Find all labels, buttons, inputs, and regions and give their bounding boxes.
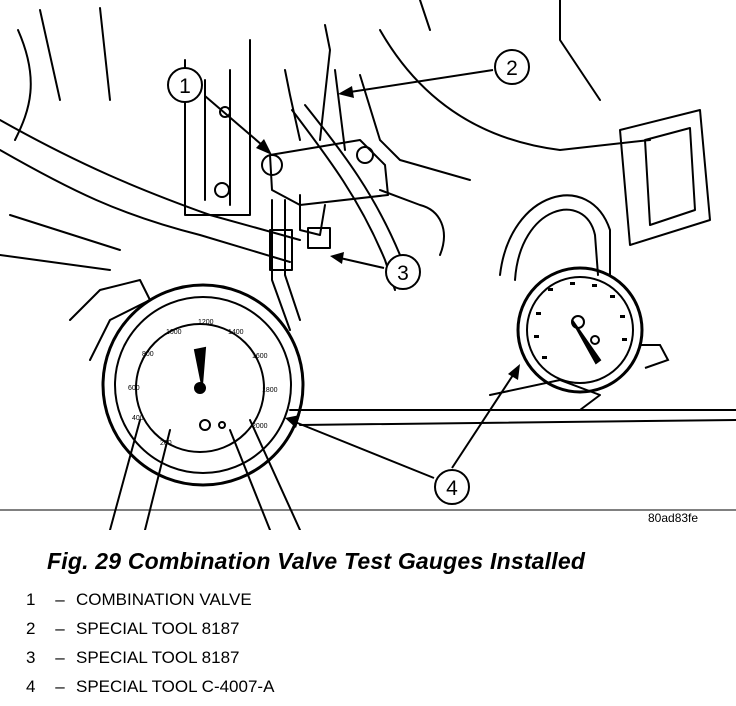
brake-line [284,69,301,141]
legend-separator: – [55,648,65,667]
legend-label: SPECIAL TOOL 8187 [76,648,240,667]
gauge-needle [193,346,207,386]
legend-item: 4–SPECIAL TOOL C-4007-A [26,677,274,706]
brake-line [334,69,346,151]
gauge-adapter-tool [299,194,326,236]
mount-bracket [69,279,151,361]
legend-label: SPECIAL TOOL 8187 [76,619,240,638]
bracket-right-inner [644,127,696,226]
legend-number: 2 [26,619,36,638]
pressure-gauge-left [101,283,305,487]
legend-number: 1 [26,590,36,609]
dial-label: 1200 [198,319,214,326]
booster-housing [419,0,601,101]
callout-number: 4 [446,477,458,500]
callout-number: 1 [179,75,191,98]
callout-1: 1 [167,67,272,155]
bolt-head [219,106,231,118]
dial-label: 1600 [252,353,268,360]
bracket-plate-inner [204,69,231,206]
brake-line [379,189,445,256]
combination-valve-body [269,139,389,206]
gauge-adapter-tool [271,199,291,331]
callout-number: 2 [506,57,518,80]
legend-number: 3 [26,648,36,667]
gauge-left-dial-labels: 1200 1000 800 600 400 200 1400 1600 1800… [128,319,278,447]
callout-4: 4 [285,364,520,505]
dial-label: 400 [132,415,144,422]
dial-label: 200 [160,440,172,447]
figure-caption: Fig. 29 Combination Valve Test Gauges In… [47,548,586,574]
gauge-hose [499,194,611,276]
callout-3: 3 [330,252,421,290]
callout-2: 2 [338,49,530,98]
valve-fitting [261,154,283,176]
gauge-adapter-tool [284,199,301,321]
legend-item: 3–SPECIAL TOOL 8187 [26,648,274,677]
bracket-plate [184,39,251,216]
adapter-fitting [269,229,293,271]
gauge-hose [514,208,599,281]
legend-separator: – [55,677,65,696]
valve-installation-illustration: 1200 1000 800 600 400 200 1400 1600 1800… [0,0,736,530]
brake-line-hose [291,109,396,291]
booster-housing [379,29,651,151]
body-panel-upper [39,7,111,101]
dial-label: 1800 [262,387,278,394]
brake-line [359,74,471,181]
brake-line-hose [304,104,411,286]
legend-separator: – [55,619,65,638]
dial-label: 600 [128,385,140,392]
frame-rail-upper [0,119,301,241]
legend-item: 1–COMBINATION VALVE [26,590,274,619]
dial-label: 1000 [166,329,182,336]
floor-pan-line [0,214,121,271]
reference-code: 80ad83fe [648,511,698,525]
adapter-fitting [307,227,331,249]
legend-item: 2–SPECIAL TOOL 8187 [26,619,274,648]
legend-label: COMBINATION VALVE [76,590,252,609]
dial-label: 2000 [252,423,268,430]
legend-list: 1–COMBINATION VALVE 2–SPECIAL TOOL 8187 … [26,590,274,706]
gauge-right-ticks [534,282,627,359]
valve-fitting [356,146,374,164]
bracket-right [619,109,711,246]
lower-bracket [489,379,601,411]
frame-rail-lower [0,149,291,263]
bolt-head [214,182,230,198]
callout-number: 3 [397,262,409,285]
gauge-stand [109,419,301,530]
legend-separator: – [55,590,65,609]
floor-line [289,409,736,426]
gauge-needle [571,319,602,365]
body-panel-left [14,29,32,141]
pressure-gauge-right [516,266,670,394]
legend-label: SPECIAL TOOL C-4007-A [76,677,275,696]
brake-line [319,24,331,141]
dial-label: 800 [142,351,154,358]
dial-label: 1400 [228,329,244,336]
legend-number: 4 [26,677,36,696]
